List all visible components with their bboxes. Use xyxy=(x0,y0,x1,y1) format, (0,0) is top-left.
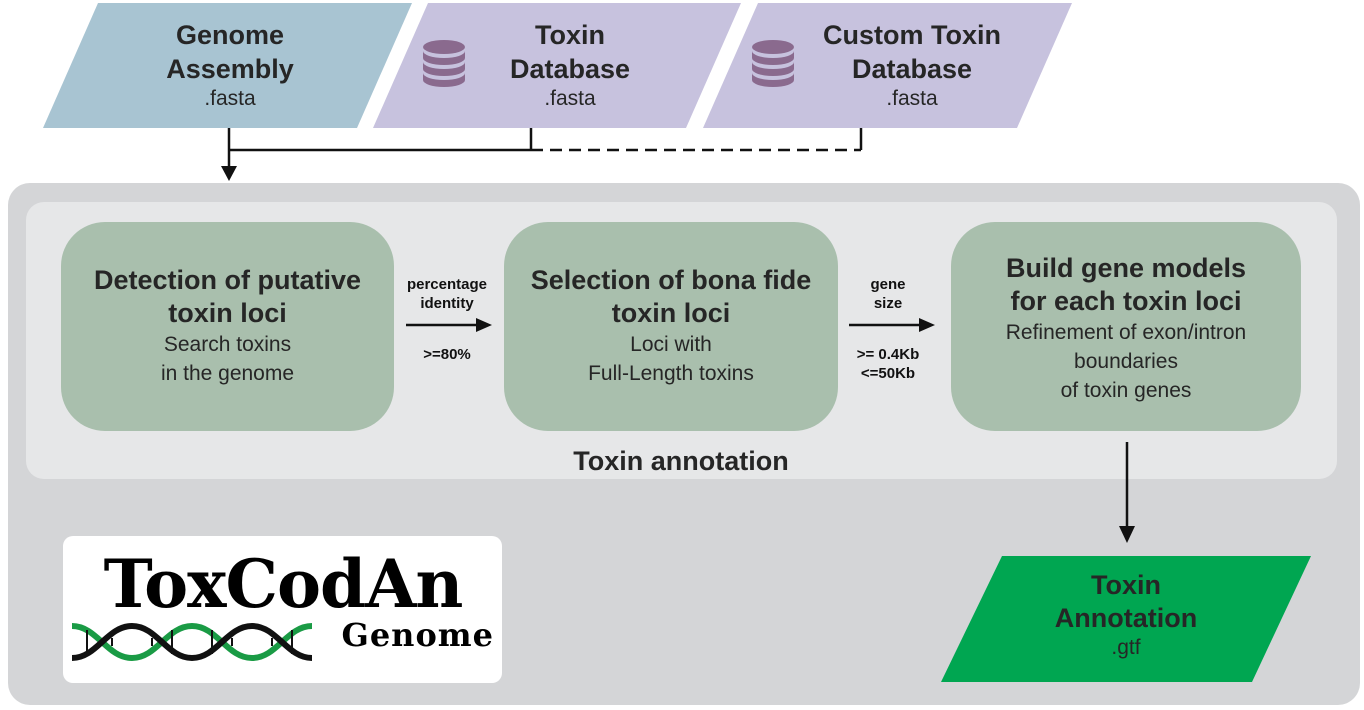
step-description: Search toxins in the genome xyxy=(160,333,295,385)
arrow-2-label-bottom: >= 0.4Kb <=50Kb xyxy=(856,346,920,382)
input-custom-toxin-database: Custom Toxin Database .fasta xyxy=(796,18,1028,112)
input-title: Custom Toxin Database xyxy=(823,20,1001,84)
database-icon xyxy=(423,40,465,87)
toxcodan-genome-logo: ToxCodAn Genome xyxy=(63,536,502,683)
logo-main-text: ToxCodAn xyxy=(103,545,464,623)
input-genome-assembly: Genome Assembly .fasta xyxy=(130,18,330,112)
database-icon xyxy=(752,40,794,87)
step-description: Loci with Full-Length toxins xyxy=(588,333,754,385)
input-toxin-database: Toxin Database .fasta xyxy=(470,18,670,112)
step-detection: Detection of putative toxin loci Search … xyxy=(61,222,394,431)
custom-toxin-database-shape xyxy=(703,3,1072,128)
step-build-models: Build gene models for each toxin loci Re… xyxy=(951,222,1301,431)
arrow-2-label-top: gene size xyxy=(870,276,906,312)
input-extension: .fasta xyxy=(544,87,596,110)
toxin-annotation-output-shape xyxy=(941,556,1311,682)
step-selection: Selection of bona fide toxin loci Loci w… xyxy=(504,222,838,431)
input-title: Toxin Database xyxy=(509,20,631,84)
input-title: Genome Assembly xyxy=(166,20,294,84)
input-extension: .fasta xyxy=(204,87,256,110)
step-description: Refinement of exon/intron boundaries of … xyxy=(1005,321,1247,402)
dna-helix-icon xyxy=(71,622,313,662)
step-title: Detection of putative toxin loci xyxy=(93,265,362,328)
output-extension: .gtf xyxy=(1111,636,1141,659)
arrow-1-head xyxy=(476,318,492,332)
logo-sub-text: Genome xyxy=(341,616,494,654)
down-arrow-head xyxy=(221,166,237,181)
input-extension: .fasta xyxy=(886,87,938,110)
arrow-3-head xyxy=(1119,526,1135,543)
output-title: Toxin Annotation xyxy=(1054,570,1198,633)
genome-assembly-shape xyxy=(43,3,412,128)
output-toxin-annotation: Toxin Annotation .gtf xyxy=(1026,569,1226,661)
input-connectors xyxy=(227,128,863,168)
arrow-2-head xyxy=(919,318,935,332)
arrow-1-label-bottom: >=80% xyxy=(423,346,471,363)
step-title: Build gene models for each toxin loci xyxy=(1005,253,1247,316)
toxin-database-shape xyxy=(373,3,741,128)
arrow-1-label-top: percentage identity xyxy=(406,276,488,312)
toxin-annotation-label: Toxin annotation xyxy=(573,446,789,476)
step-title: Selection of bona fide toxin loci xyxy=(530,265,812,328)
inputs-layer xyxy=(43,3,1072,181)
